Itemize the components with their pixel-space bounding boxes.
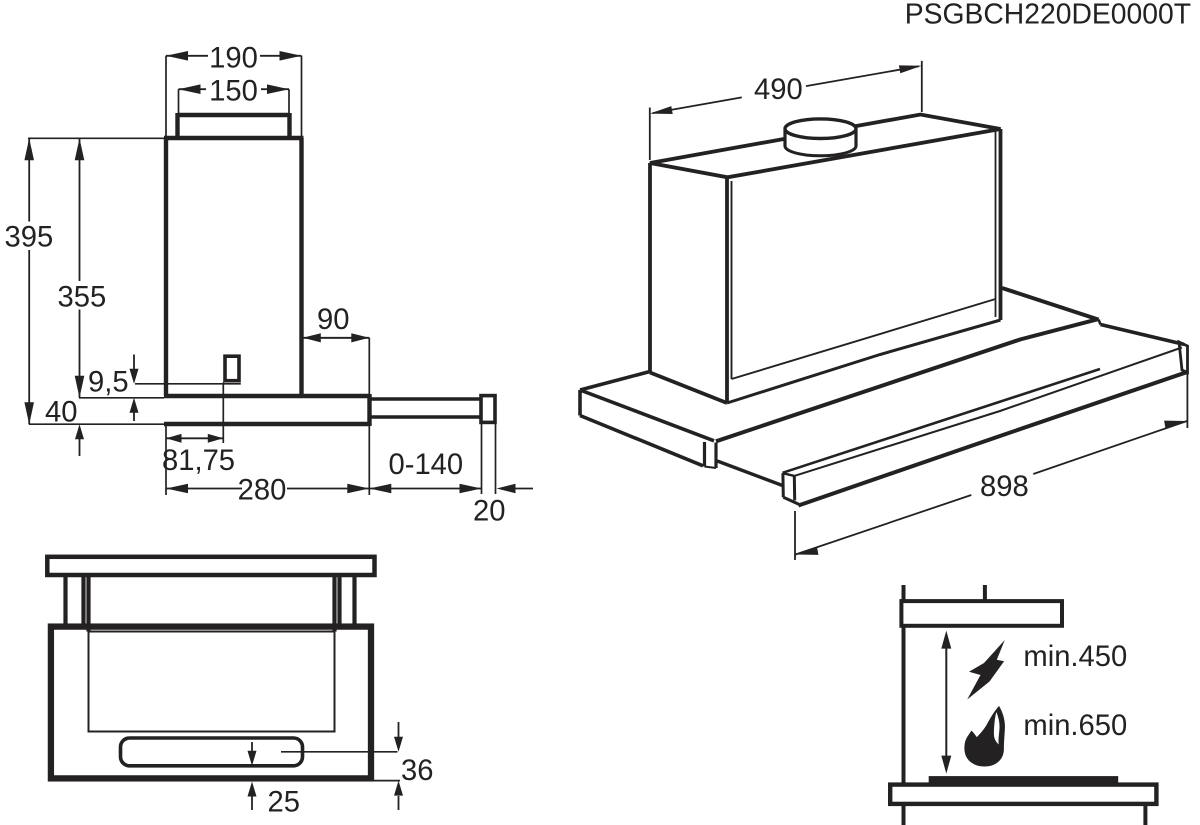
svg-text:36: 36 — [401, 755, 433, 787]
svg-text:min.450: min.450 — [1023, 641, 1127, 673]
svg-text:280: 280 — [238, 475, 287, 507]
svg-text:9,5: 9,5 — [88, 367, 129, 399]
svg-text:90: 90 — [317, 304, 349, 336]
svg-text:150: 150 — [209, 76, 258, 108]
svg-text:25: 25 — [268, 787, 300, 819]
svg-text:40: 40 — [45, 397, 77, 429]
svg-text:PSGBCH220DE0000T: PSGBCH220DE0000T — [905, 0, 1191, 30]
svg-text:898: 898 — [980, 471, 1029, 503]
svg-text:0-140: 0-140 — [389, 449, 464, 481]
svg-text:81,75: 81,75 — [162, 445, 235, 477]
svg-text:190: 190 — [209, 43, 258, 75]
svg-text:20: 20 — [473, 496, 505, 528]
svg-text:490: 490 — [754, 74, 803, 106]
svg-text:min.650: min.650 — [1023, 710, 1127, 742]
svg-text:355: 355 — [58, 282, 107, 314]
svg-text:395: 395 — [5, 222, 54, 254]
